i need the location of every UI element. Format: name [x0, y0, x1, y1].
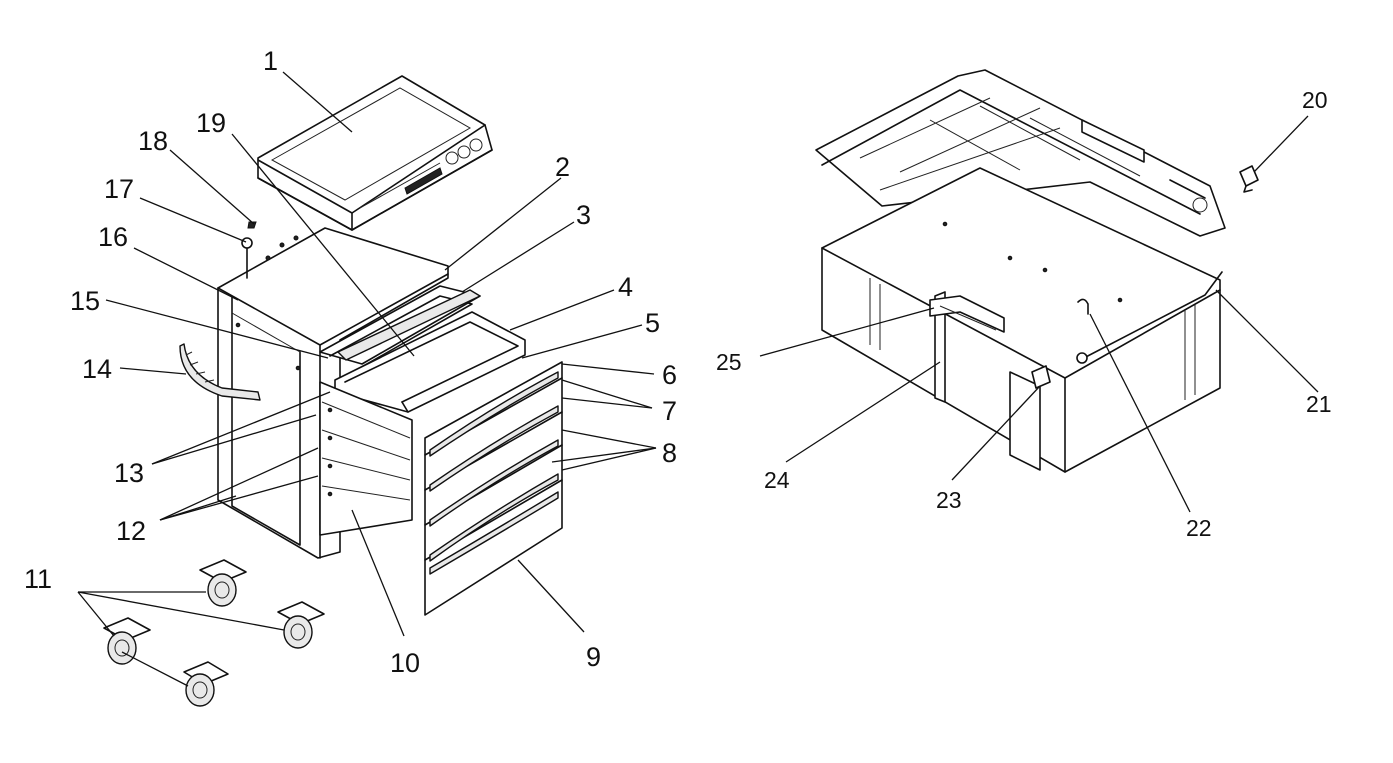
- callout-10: 10: [390, 648, 420, 678]
- callout-25: 25: [716, 349, 742, 375]
- top-chest-assembly: [815, 69, 1259, 473]
- callout-3: 3: [576, 200, 591, 230]
- side-handle: [179, 343, 261, 401]
- callout-14: 14: [82, 354, 112, 384]
- chest-lid: [815, 69, 1226, 237]
- caster-4: [183, 661, 229, 707]
- callout-17: 17: [104, 174, 134, 204]
- callout-24: 24: [764, 467, 790, 493]
- callout-1: 1: [263, 46, 278, 76]
- callout-18: 18: [138, 126, 168, 156]
- callout-22: 22: [1186, 515, 1212, 541]
- caster-3: [103, 617, 151, 665]
- callout-20: 20: [1302, 87, 1328, 113]
- callout-9: 9: [586, 642, 601, 672]
- hinge-bracket: [929, 295, 1005, 333]
- callout-23: 23: [936, 487, 962, 513]
- callout-2: 2: [555, 152, 570, 182]
- top-lid: [257, 75, 493, 231]
- screw-part: [1239, 165, 1259, 193]
- lock-assembly: [241, 221, 257, 279]
- callout-7: 7: [662, 396, 677, 426]
- callout-19: 19: [196, 108, 226, 138]
- chest-box: [821, 167, 1221, 473]
- callout-labels: 1 2 3 4 5 6 7 8 9 10 11 12 13 14 15 16 1…: [24, 46, 1332, 678]
- lid-stay: [1076, 271, 1223, 364]
- leader-lines: [77, 71, 1319, 687]
- callout-11: 11: [24, 564, 52, 594]
- callout-12: 12: [116, 516, 146, 546]
- drawer-frame: [319, 381, 413, 536]
- latch-part: [1031, 365, 1051, 389]
- top-tray: [319, 285, 481, 369]
- callout-4: 4: [618, 272, 633, 302]
- callout-15: 15: [70, 286, 100, 316]
- callout-21: 21: [1306, 391, 1332, 417]
- callout-13: 13: [114, 458, 144, 488]
- callout-8: 8: [662, 438, 677, 468]
- caster-2: [277, 601, 325, 649]
- drawer-fronts: [424, 361, 563, 616]
- clip-part: [1077, 298, 1089, 315]
- callout-6: 6: [662, 360, 677, 390]
- caster-1: [199, 559, 247, 607]
- cabinet-assembly: [103, 75, 563, 707]
- callout-5: 5: [645, 308, 660, 338]
- callout-16: 16: [98, 222, 128, 252]
